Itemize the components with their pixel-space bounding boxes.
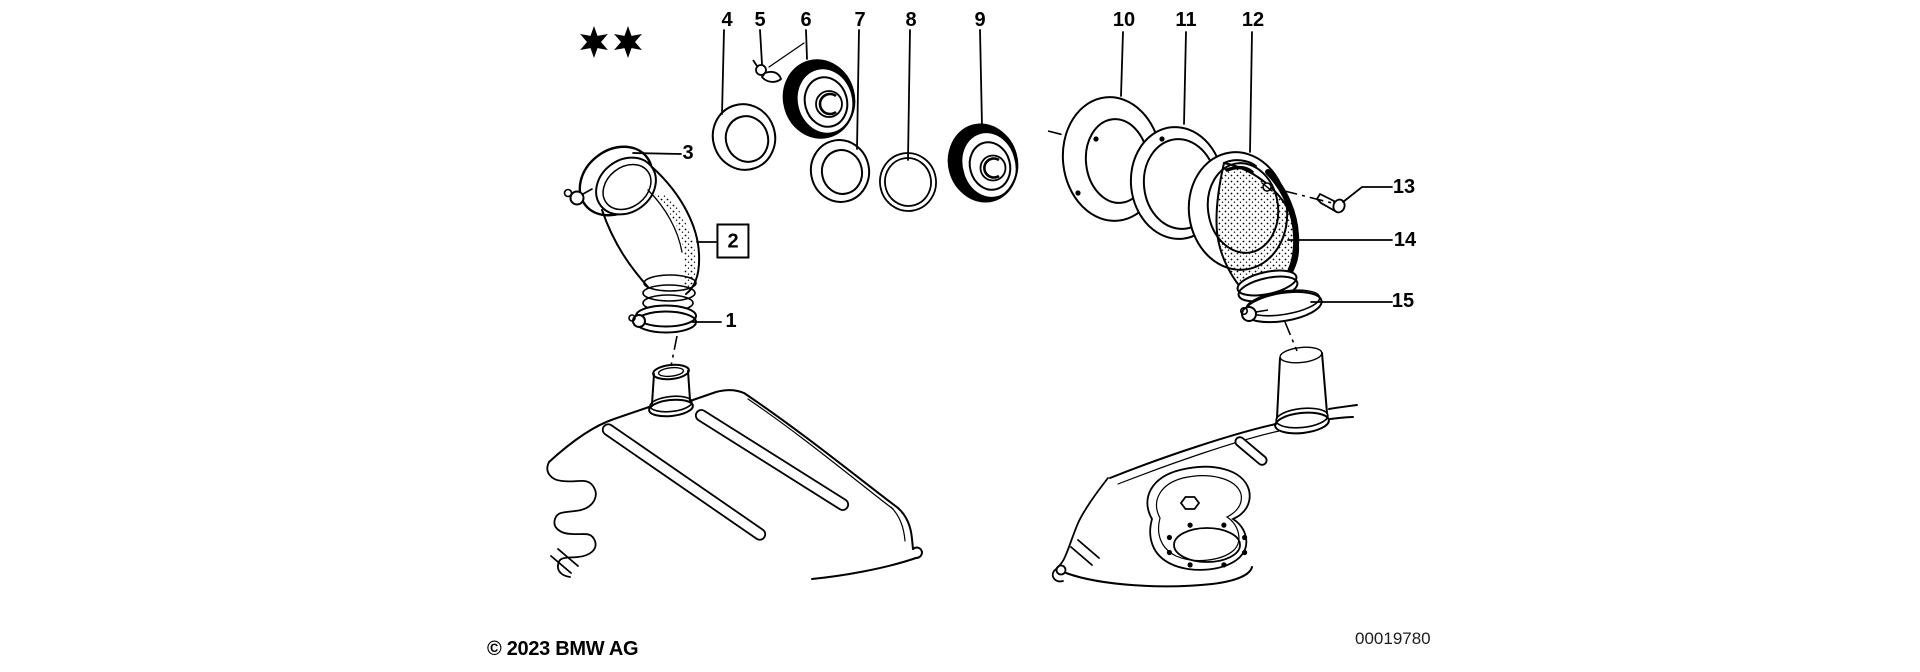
callout-6[interactable]: 6 bbox=[800, 9, 812, 31]
callout-11[interactable]: 11 bbox=[1175, 9, 1197, 31]
right-fuel-tank bbox=[1051, 346, 1358, 588]
part-2-filler-hose bbox=[563, 145, 701, 334]
callout-5[interactable]: 5 bbox=[754, 9, 766, 31]
part-9-fuel-cap bbox=[947, 123, 1019, 203]
part-5-retaining-clip bbox=[752, 59, 783, 83]
part-7-gasket-ring bbox=[809, 139, 871, 203]
copyright-text: © 2023 BMW AG bbox=[487, 638, 639, 660]
callout-1[interactable]: 1 bbox=[725, 310, 737, 332]
document-number: 00019780 bbox=[1355, 629, 1431, 648]
part-13-screw bbox=[1315, 192, 1346, 214]
leader-lines bbox=[632, 29, 1393, 323]
part-8-lock-ring bbox=[879, 152, 937, 212]
star-icons bbox=[580, 26, 642, 58]
part-4-gasket-ring bbox=[711, 103, 777, 171]
callout-2[interactable]: 2 bbox=[716, 223, 750, 259]
callout-12[interactable]: 12 bbox=[1241, 9, 1265, 31]
callout-13[interactable]: 13 bbox=[1392, 176, 1416, 198]
callout-15[interactable]: 15 bbox=[1391, 290, 1415, 312]
callout-14[interactable]: 14 bbox=[1393, 229, 1417, 251]
callout-4[interactable]: 4 bbox=[721, 9, 733, 31]
callout-8[interactable]: 8 bbox=[905, 9, 917, 31]
callout-9[interactable]: 9 bbox=[974, 9, 986, 31]
star-icon bbox=[614, 26, 642, 58]
star-icon bbox=[580, 26, 608, 58]
left-fuel-tank bbox=[546, 363, 924, 580]
callout-7[interactable]: 7 bbox=[854, 9, 866, 31]
part-15-clamp-ring bbox=[1240, 289, 1323, 324]
callout-3[interactable]: 3 bbox=[682, 142, 694, 164]
part-14-filler-neck bbox=[1215, 159, 1300, 303]
part-1-hose-clamp bbox=[628, 304, 697, 334]
callout-10[interactable]: 10 bbox=[1112, 9, 1136, 31]
part-6-fuel-cap bbox=[782, 59, 856, 139]
bolt-holes bbox=[1166, 522, 1248, 568]
